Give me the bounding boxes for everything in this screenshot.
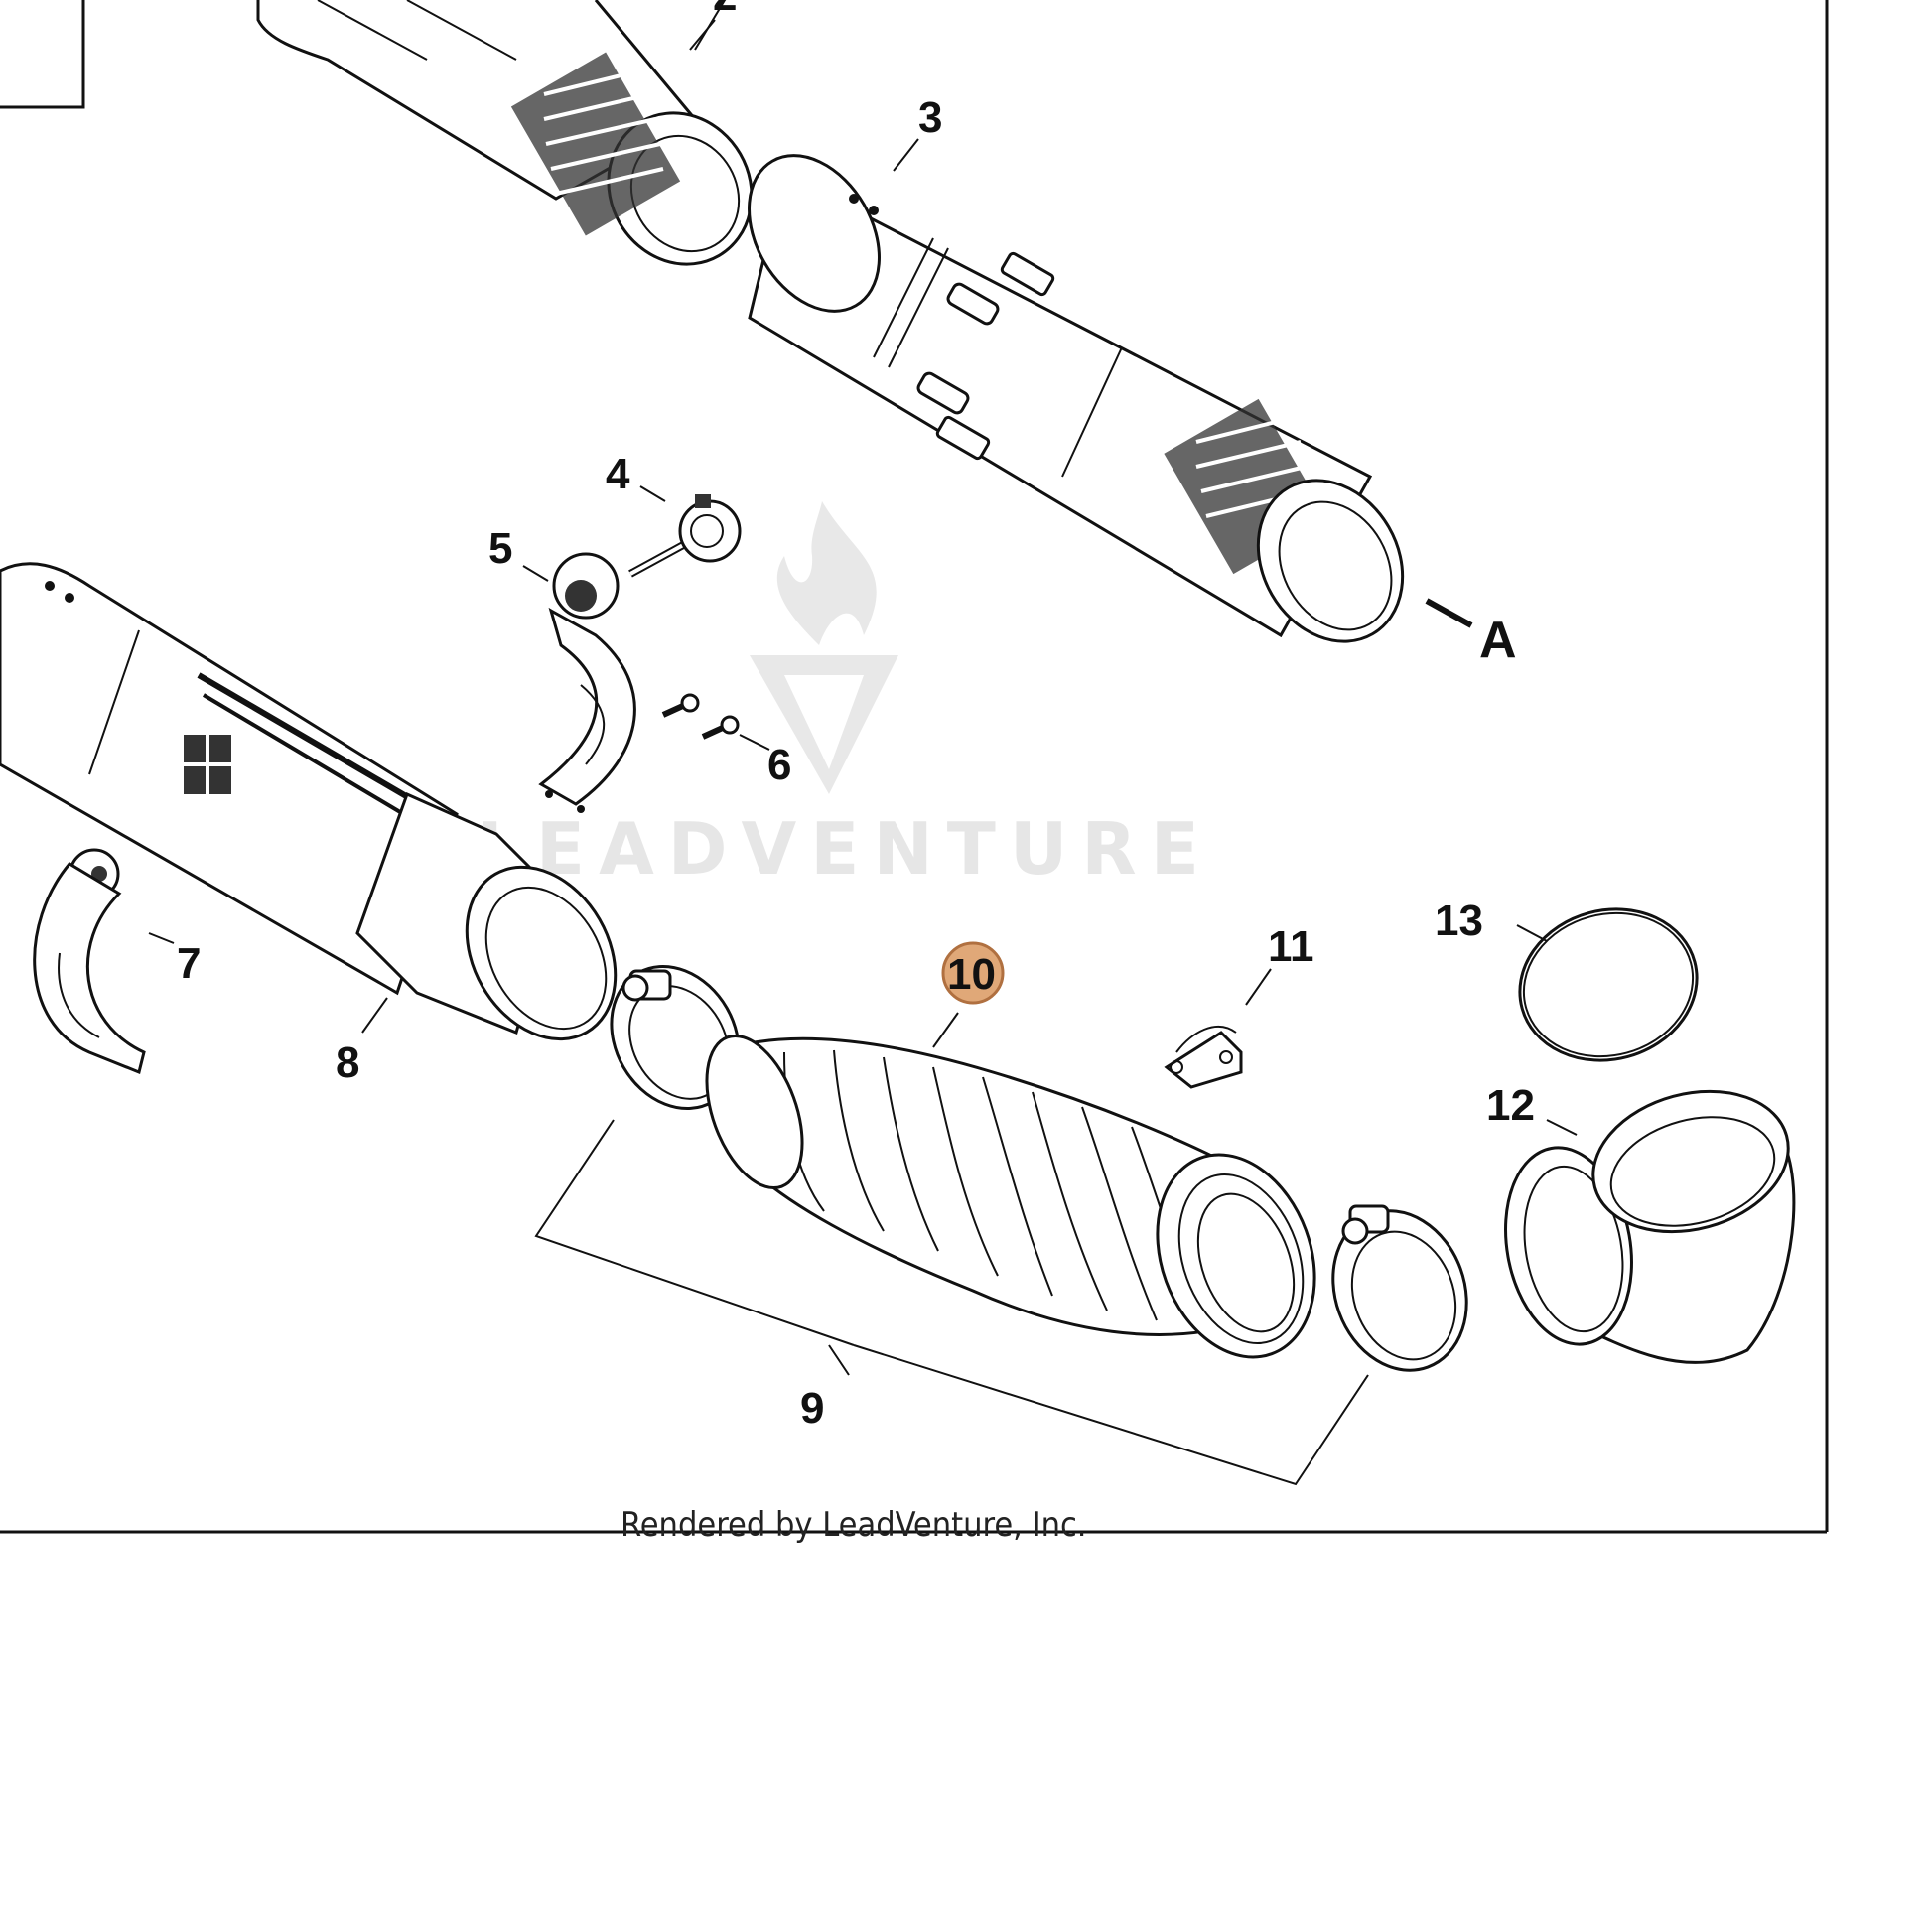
part-9-hose-clamp-right xyxy=(1331,1204,1468,1372)
part-9-bracket-lines xyxy=(534,1119,1369,1486)
part-10-flex-hose xyxy=(705,1034,1316,1359)
part-5-bracket xyxy=(538,552,636,813)
grill-pattern xyxy=(510,52,681,236)
part-12-elbow xyxy=(1504,1089,1796,1364)
callout-5: 5 xyxy=(488,524,512,573)
callout-10: 10 xyxy=(947,950,996,999)
watermark-text: LEADVENTURE xyxy=(477,807,1213,891)
callout-11: 11 xyxy=(1268,922,1314,971)
part-3-tube xyxy=(748,154,1405,643)
part-2-tube-section xyxy=(256,0,754,266)
diagram-frame xyxy=(0,0,1829,1534)
part-6-screws xyxy=(661,693,740,740)
callout-2: 2 xyxy=(713,0,737,20)
callout-7: 7 xyxy=(177,939,201,988)
callout-12: 12 xyxy=(1486,1081,1535,1130)
callout-10-highlight: 10 xyxy=(941,941,1005,1005)
highlight-circle xyxy=(941,941,1005,1005)
part-7-clamp xyxy=(33,848,146,1075)
callout-13: 13 xyxy=(1435,897,1483,945)
callout-8: 8 xyxy=(336,1038,359,1087)
callout-9: 9 xyxy=(800,1384,824,1433)
part-13-o-ring xyxy=(1518,907,1699,1062)
callout-6: 6 xyxy=(767,741,791,789)
render-credit: Rendered by LeadVenture, Inc. xyxy=(621,1505,1087,1545)
watermark: LEADVENTURE xyxy=(477,501,1213,891)
reference-marker-a: A xyxy=(1479,612,1517,669)
part-4-knob xyxy=(628,494,742,578)
part-11-clip xyxy=(1164,1026,1243,1089)
callout-4: 4 xyxy=(606,450,630,498)
part-8-tube-collar xyxy=(0,562,618,1041)
leader-lines xyxy=(148,19,1578,1376)
callout-3: 3 xyxy=(918,93,942,142)
callout-labels: 2 3 4 5 6 7 8 9 10 11 12 13 A xyxy=(177,0,1535,1433)
